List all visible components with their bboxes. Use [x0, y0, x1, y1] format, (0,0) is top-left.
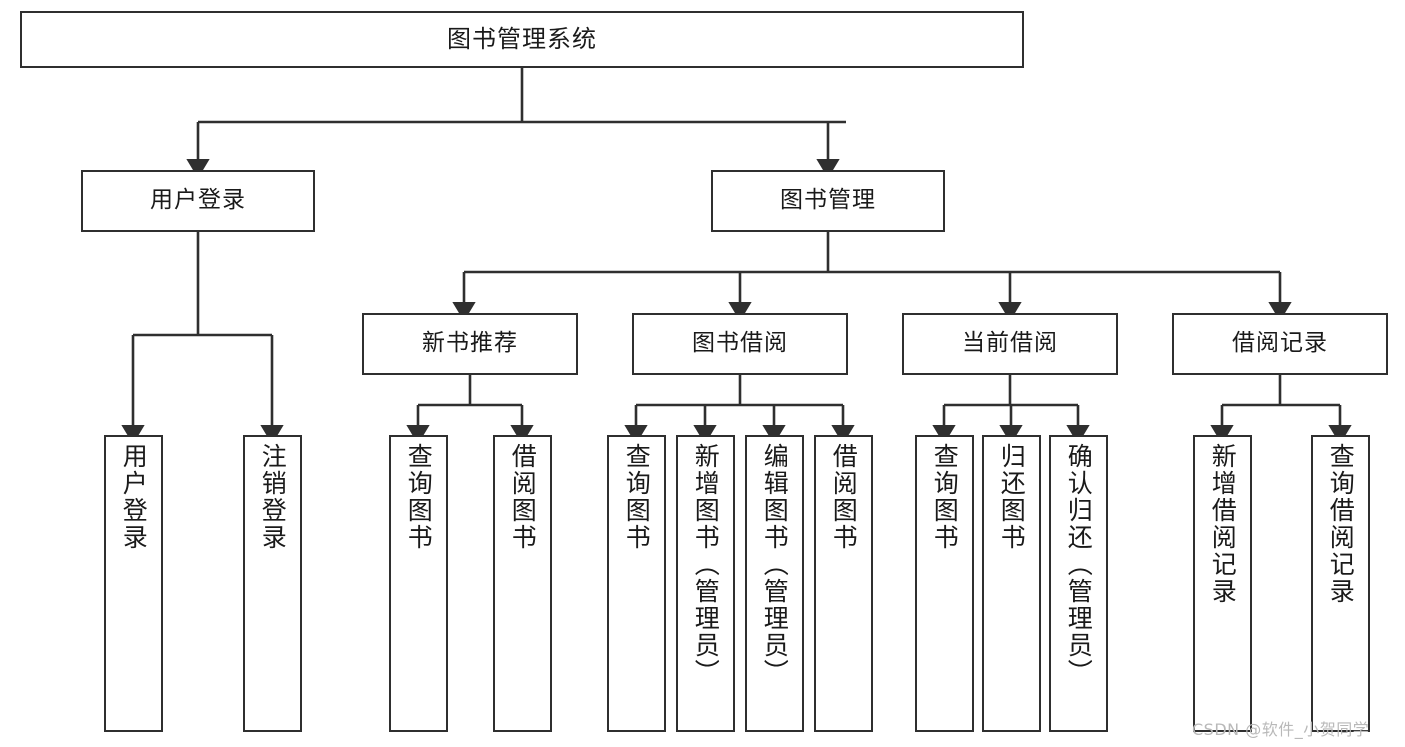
node-current-borrow[interactable]: 当前借阅 — [902, 313, 1118, 375]
node-leaf-borrow-book[interactable]: 借阅图书 — [814, 435, 873, 732]
node-label: 归还图书 — [997, 443, 1027, 551]
node-leaf-add-borrow-record[interactable]: 新增借阅记录 — [1193, 435, 1252, 732]
node-label: 当前借阅 — [962, 330, 1058, 357]
node-leaf-edit-book[interactable]: 编辑图书（管理员） — [745, 435, 804, 732]
node-label: 借阅记录 — [1232, 330, 1328, 357]
node-label: 新书推荐 — [422, 330, 518, 357]
node-label: 查询图书 — [622, 443, 652, 551]
node-label: 新增借阅记录 — [1208, 443, 1238, 605]
node-user-login[interactable]: 用户登录 — [81, 170, 315, 232]
node-label: 图书借阅 — [692, 330, 788, 357]
node-label: 用户登录 — [119, 443, 149, 551]
node-book-borrow[interactable]: 图书借阅 — [632, 313, 848, 375]
node-label: 图书管理系统 — [447, 25, 597, 54]
node-label: 查询图书 — [930, 443, 960, 551]
node-label: 借阅图书 — [508, 443, 538, 551]
node-label: 用户登录 — [150, 187, 246, 214]
node-leaf-query-borrow-record[interactable]: 查询借阅记录 — [1311, 435, 1370, 732]
node-label: 查询借阅记录 — [1326, 443, 1356, 605]
node-leaf-user-login[interactable]: 用户登录 — [104, 435, 163, 732]
node-leaf-query-book-current[interactable]: 查询图书 — [915, 435, 974, 732]
node-label: 新增图书（管理员） — [691, 443, 721, 686]
node-borrow-record[interactable]: 借阅记录 — [1172, 313, 1388, 375]
node-leaf-confirm-return[interactable]: 确认归还（管理员） — [1049, 435, 1108, 732]
node-label: 图书管理 — [780, 187, 876, 214]
node-leaf-query-book-recommend[interactable]: 查询图书 — [389, 435, 448, 732]
node-leaf-add-book[interactable]: 新增图书（管理员） — [676, 435, 735, 732]
node-book-management[interactable]: 图书管理 — [711, 170, 945, 232]
node-leaf-logout-login[interactable]: 注销登录 — [243, 435, 302, 732]
node-leaf-return-book[interactable]: 归还图书 — [982, 435, 1041, 732]
node-leaf-query-book-borrow[interactable]: 查询图书 — [607, 435, 666, 732]
node-leaf-borrow-book-recommend[interactable]: 借阅图书 — [493, 435, 552, 732]
node-root-book-management-system[interactable]: 图书管理系统 — [20, 11, 1024, 68]
node-label: 注销登录 — [258, 443, 288, 551]
node-label: 确认归还（管理员） — [1064, 443, 1094, 686]
node-new-book-recommend[interactable]: 新书推荐 — [362, 313, 578, 375]
node-label: 编辑图书（管理员） — [760, 443, 790, 686]
csdn-watermark: CSDN @软件_小贺同学 — [1192, 720, 1370, 739]
node-label: 借阅图书 — [829, 443, 859, 551]
node-label: 查询图书 — [404, 443, 434, 551]
